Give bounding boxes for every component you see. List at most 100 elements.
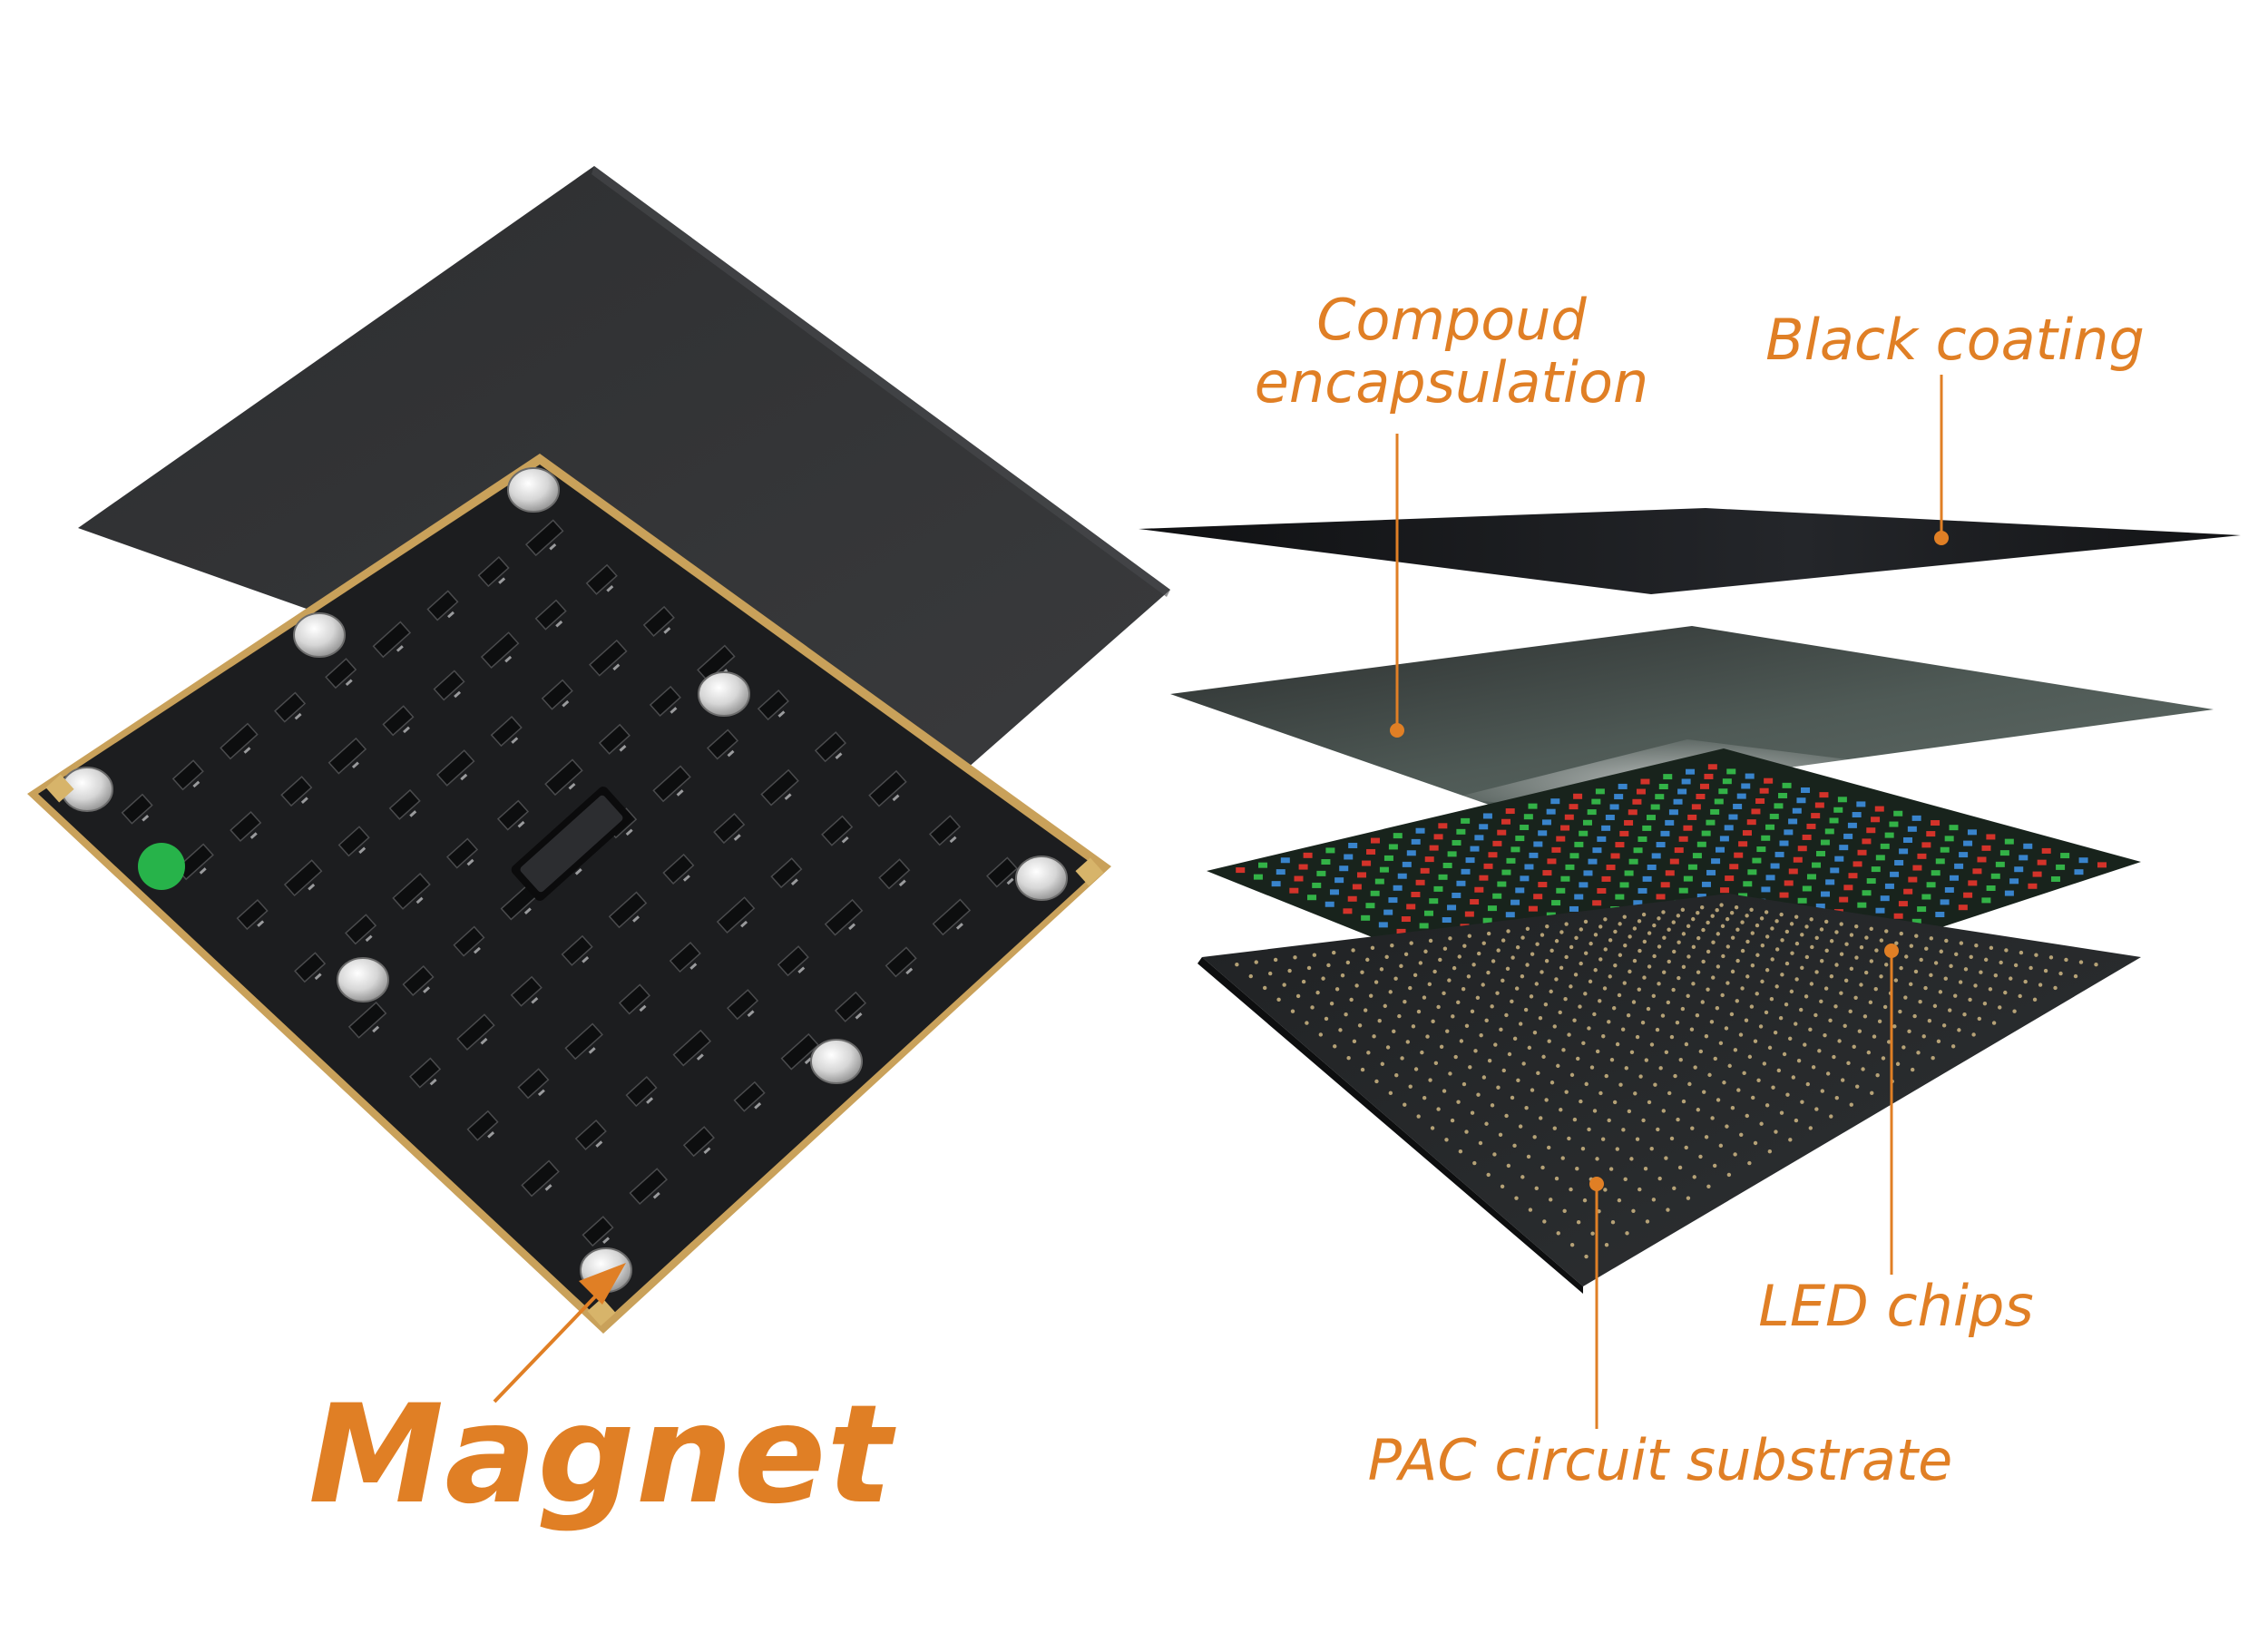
led-chip — [1569, 853, 1579, 859]
led-chip — [1834, 856, 1844, 862]
led-chip — [2097, 862, 2107, 868]
ic-chip — [582, 1216, 614, 1247]
led-chip — [1633, 847, 1643, 854]
ic-chip — [524, 519, 564, 557]
led-chip — [1687, 814, 1697, 820]
led-chip — [1921, 894, 1931, 900]
led-chip — [1406, 850, 1416, 856]
ic-chip — [834, 991, 867, 1022]
led-chip — [1438, 823, 1448, 829]
led-chip — [1871, 816, 1881, 823]
led-chip — [1569, 804, 1579, 810]
compound-label-line1: Compoud — [1316, 287, 1587, 353]
led-chip — [1743, 881, 1753, 887]
led-chip — [1724, 825, 1734, 831]
led-chip — [1696, 894, 1706, 900]
led-chip — [1574, 841, 1584, 847]
led-chip — [2074, 869, 2084, 875]
led-chip — [1401, 916, 1411, 923]
led-chip — [1637, 887, 1647, 894]
led-chip — [1492, 893, 1502, 899]
led-chip — [1950, 875, 1960, 881]
led-chip — [1959, 852, 1969, 858]
ic-chip — [274, 691, 307, 723]
led-chip — [1614, 794, 1624, 800]
led-chip — [1483, 863, 1493, 869]
ic-chip — [885, 946, 917, 978]
led-chip — [1986, 834, 1996, 840]
ic-chip — [433, 670, 465, 701]
led-chip — [1710, 808, 1720, 815]
ic-chip — [496, 799, 530, 831]
led-chip — [1967, 829, 1977, 836]
led-chip — [1642, 825, 1652, 831]
led-chip — [1706, 819, 1716, 826]
led-chip — [1560, 825, 1570, 831]
led-chip — [1990, 873, 2000, 879]
led-chip — [1874, 806, 1884, 812]
led-chip — [1729, 864, 1739, 870]
led-chip — [1821, 891, 1831, 897]
ic-chip — [629, 1168, 668, 1206]
ic-chip — [642, 605, 675, 637]
led-chip — [1778, 792, 1788, 798]
led-chip — [1442, 862, 1452, 868]
led-chip — [1725, 875, 1735, 882]
led-chip — [1875, 855, 1885, 861]
led-chip — [1397, 873, 1407, 879]
led-chip — [1847, 822, 1857, 828]
led-chip — [1411, 891, 1421, 897]
led-chip — [1714, 798, 1724, 805]
led-chip — [1488, 852, 1498, 858]
ic-chip — [868, 769, 907, 807]
led-chip — [1986, 885, 1996, 891]
ic-chip — [230, 810, 262, 843]
led-chip — [1701, 830, 1711, 836]
led-chip — [1640, 778, 1650, 785]
led-chip — [1424, 856, 1434, 863]
led-chip — [1736, 793, 1746, 799]
compound-leader-dot — [1390, 723, 1404, 738]
led-chip — [1903, 836, 1913, 843]
led-chip — [1520, 825, 1530, 831]
led-chip — [1954, 863, 1964, 869]
led-chip — [1999, 850, 2009, 856]
led-chip — [1618, 783, 1628, 789]
led-chip — [1660, 882, 1670, 888]
led-chip — [1699, 783, 1709, 789]
led-chip — [2009, 878, 2019, 885]
led-chip — [1704, 773, 1714, 779]
led-chip — [1931, 870, 1941, 876]
led-chip — [1857, 849, 1867, 856]
led-chip — [1565, 864, 1575, 870]
led-chip — [1497, 881, 1507, 887]
led-chip — [1678, 836, 1688, 842]
led-chip — [1862, 890, 1872, 896]
encapsulation-layer — [1170, 626, 2214, 807]
led-chip — [1665, 870, 1675, 876]
led-chip — [1774, 803, 1784, 809]
led-chip — [1415, 827, 1425, 834]
led-chip — [1837, 797, 1847, 803]
led-chip — [1487, 905, 1497, 912]
led-chip — [1678, 887, 1688, 894]
led-chip — [1782, 782, 1792, 788]
led-chip — [1523, 814, 1533, 820]
led-chip — [1720, 887, 1730, 894]
led-chip — [1533, 894, 1543, 900]
led-chip — [1298, 864, 1308, 870]
led-chip — [1474, 835, 1484, 841]
ic-chip — [932, 898, 972, 936]
led-chip — [1461, 868, 1471, 875]
led-chip — [1968, 880, 1978, 886]
led-chip — [2050, 875, 2060, 882]
ic-chip — [347, 1002, 387, 1039]
pac-substrate-layer — [1198, 894, 2141, 1294]
led-chip — [1815, 903, 1825, 909]
led-chip — [1931, 820, 1941, 826]
ic-chip — [337, 826, 370, 857]
ic-chip — [760, 768, 799, 807]
magnet-arrow — [493, 1263, 626, 1403]
ic-chip — [625, 1076, 658, 1108]
led-chip — [1761, 886, 1771, 893]
